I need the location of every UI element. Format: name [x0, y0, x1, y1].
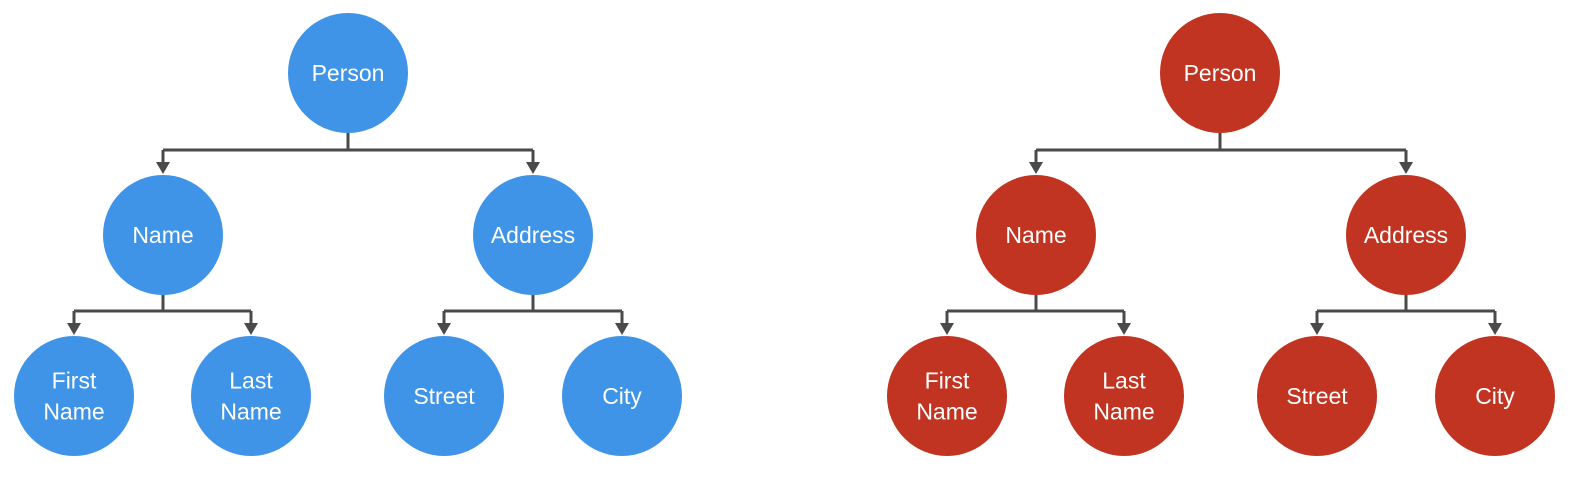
node-label: Street: [1286, 383, 1348, 409]
edge-name-children: [72, 295, 253, 328]
node-person: Person: [1160, 13, 1280, 133]
arrowhead: [1029, 162, 1043, 174]
edge-name-children: [945, 295, 1126, 328]
node-name: Name: [976, 175, 1096, 295]
node-city: City: [1435, 336, 1555, 456]
node-circle: [976, 175, 1096, 295]
node-circle: [887, 336, 1007, 456]
node-circle: [562, 336, 682, 456]
node-label-line: City: [602, 383, 642, 409]
node-label-line: Last: [1102, 368, 1146, 394]
node-label: City: [1475, 383, 1515, 409]
arrowhead: [615, 323, 629, 335]
node-circle: [473, 175, 593, 295]
node-label-line: Address: [1364, 222, 1448, 248]
node-label-line: Street: [1286, 383, 1348, 409]
node-city: City: [562, 336, 682, 456]
node-label-line: Person: [312, 60, 385, 86]
node-label-line: First: [52, 368, 97, 394]
node-label-line: Name: [1093, 399, 1154, 425]
arrowhead: [1310, 323, 1324, 335]
node-label-line: Address: [491, 222, 575, 248]
node-label-line: Name: [1005, 222, 1066, 248]
arrowhead: [1399, 162, 1413, 174]
node-label: Person: [312, 60, 385, 86]
node-label-line: Name: [916, 399, 977, 425]
arrowhead: [437, 323, 451, 335]
node-person: Person: [288, 13, 408, 133]
node-circle: [1435, 336, 1555, 456]
node-street: Street: [1257, 336, 1377, 456]
node-address: Address: [1346, 175, 1466, 295]
arrowhead: [156, 162, 170, 174]
node-label-line: City: [1475, 383, 1515, 409]
edge-person-children: [161, 132, 535, 167]
node-label-line: Name: [220, 399, 281, 425]
node-label: Name: [1005, 222, 1066, 248]
node-circle: [1064, 336, 1184, 456]
connectors-blue: [67, 132, 629, 335]
node-label: Street: [413, 383, 475, 409]
node-label: Person: [1184, 60, 1257, 86]
edge-person-children: [1034, 132, 1408, 167]
node-label-line: Last: [229, 368, 273, 394]
node-circle: [1257, 336, 1377, 456]
node-circle: [384, 336, 504, 456]
arrowhead: [67, 323, 81, 335]
arrowhead: [940, 323, 954, 335]
node-label-line: First: [925, 368, 970, 394]
node-label: Address: [491, 222, 575, 248]
node-name: Name: [103, 175, 223, 295]
node-circle: [103, 175, 223, 295]
arrowhead: [244, 323, 258, 335]
node-circle: [14, 336, 134, 456]
arrowhead: [1488, 323, 1502, 335]
node-circle: [288, 13, 408, 133]
node-label-line: Street: [413, 383, 475, 409]
node-label: Name: [132, 222, 193, 248]
node-circle: [191, 336, 311, 456]
node-label-line: Name: [43, 399, 104, 425]
arrowhead: [526, 162, 540, 174]
node-label: City: [602, 383, 642, 409]
connectors-red: [940, 132, 1502, 335]
node-label: Address: [1364, 222, 1448, 248]
node-circle: [1346, 175, 1466, 295]
node-circle: [1160, 13, 1280, 133]
node-street: Street: [384, 336, 504, 456]
edge-address-children: [1315, 295, 1497, 328]
edge-address-children: [442, 295, 624, 328]
arrowhead: [1117, 323, 1131, 335]
node-label-line: Person: [1184, 60, 1257, 86]
node-label-line: Name: [132, 222, 193, 248]
node-address: Address: [473, 175, 593, 295]
